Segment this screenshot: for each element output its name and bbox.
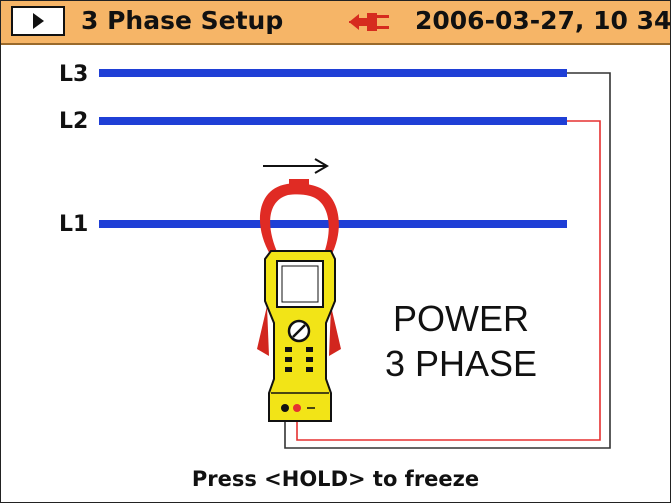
red-test-lead [296, 120, 601, 441]
phase-line-l3 [99, 69, 567, 77]
mode-label: POWER 3 PHASE [361, 296, 561, 386]
phase-line-l2 [99, 117, 567, 125]
mode-label-line1: POWER [392, 298, 529, 339]
phase-label-l2: L2 [59, 109, 89, 134]
phase-label-l1: L1 [59, 212, 89, 237]
page-title: 3 Phase Setup [81, 6, 284, 35]
mode-label-line2: 3 PHASE [384, 343, 538, 384]
footer-instruction: Press <HOLD> to freeze [191, 467, 480, 491]
play-triangle-icon [32, 13, 44, 29]
arrow-right-icon [263, 158, 329, 174]
black-test-lead [284, 72, 611, 449]
wiring-diagram [99, 69, 611, 449]
clamp-meter-icon [257, 179, 341, 422]
phase-label-l3: L3 [59, 62, 89, 87]
datetime-readout: 2006-03-27, 10 34 [415, 6, 671, 35]
plug-icon [349, 13, 389, 31]
title-bar: 3 Phase Setup 2006-03-27, 10 34 [1, 1, 670, 45]
menu-button[interactable] [11, 6, 65, 36]
